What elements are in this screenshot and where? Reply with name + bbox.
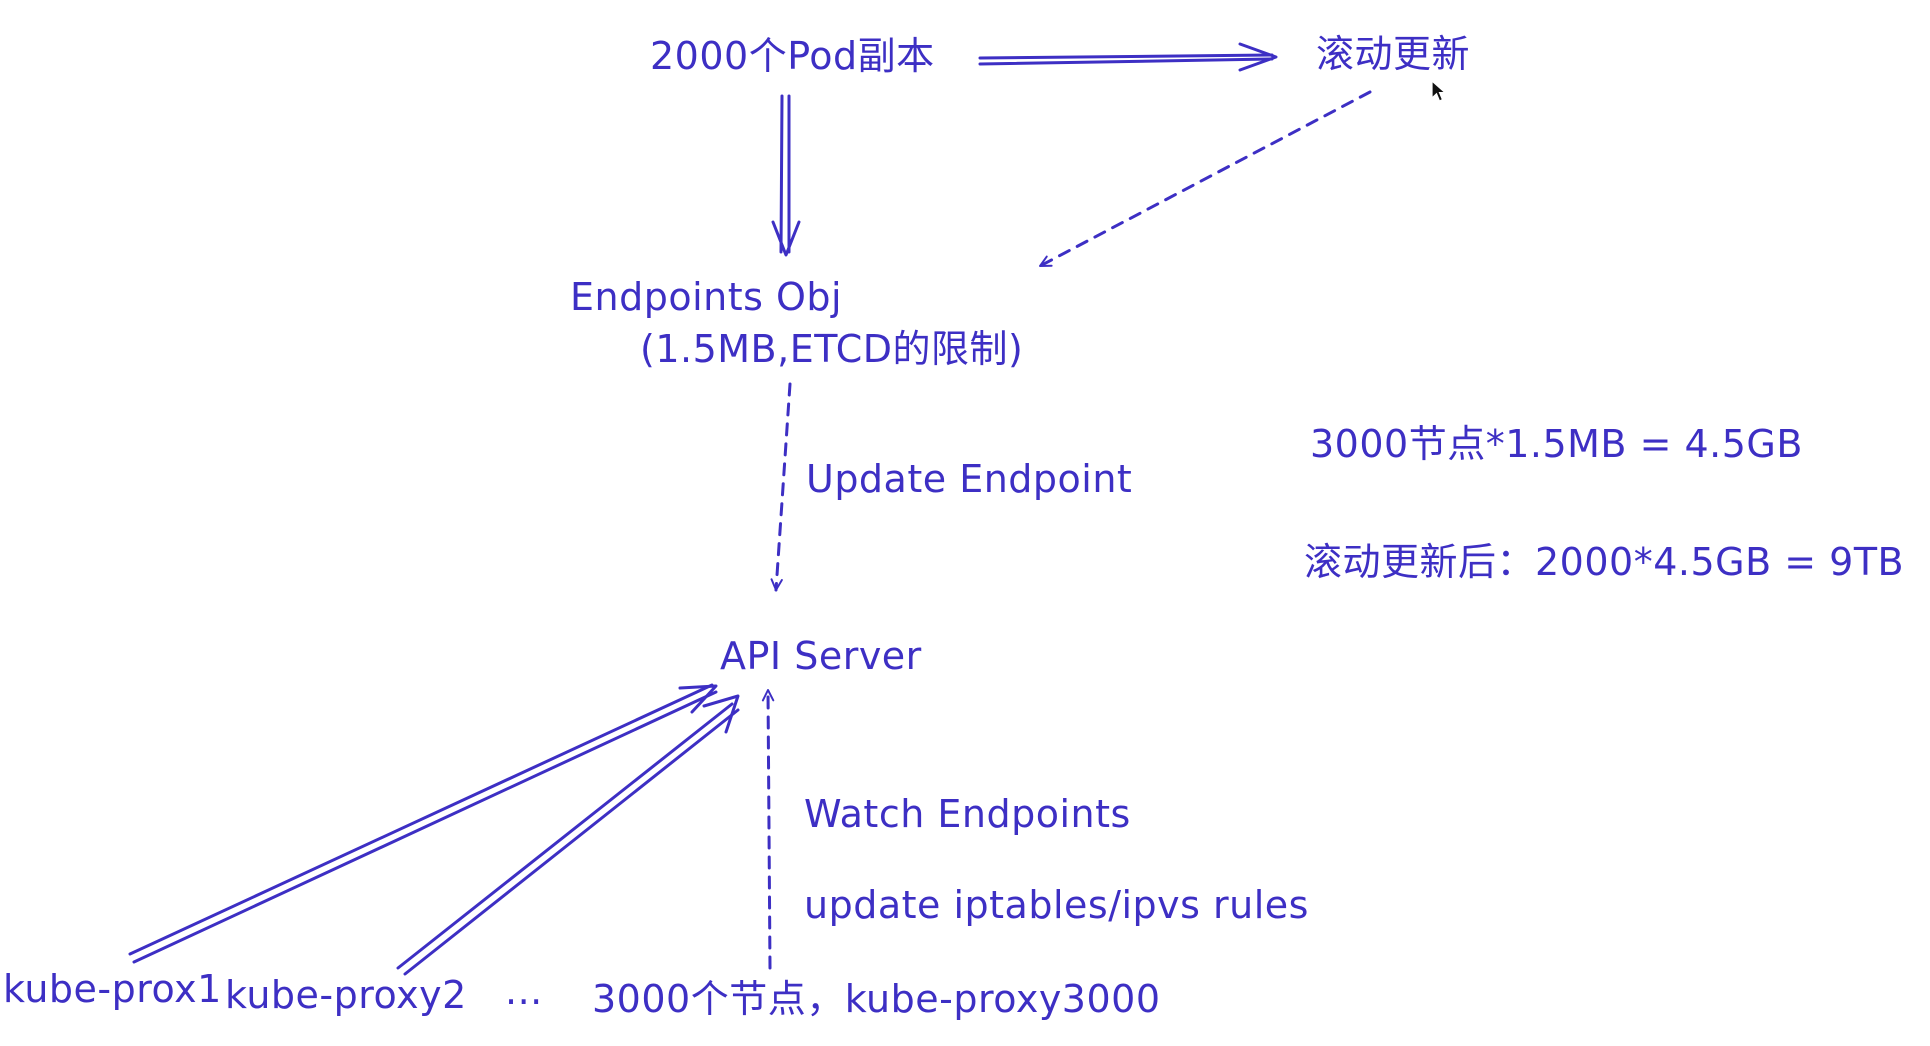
node-kube-proxy-2: kube-proxy2 — [225, 973, 467, 1017]
node-kube-proxy-1: kube-prox1 — [3, 967, 222, 1011]
edge-label-watch-endpoints: Watch Endpoints — [804, 792, 1131, 836]
node-endpoints-obj: Endpoints Obj — [570, 275, 843, 319]
node-pods: 2000个Pod副本 — [650, 34, 935, 78]
node-api-server: API Server — [720, 634, 922, 678]
arrow-rolling-update-to-endpoints — [1038, 90, 1372, 268]
arrow-pods-to-endpoints — [771, 94, 801, 257]
node-ellipsis: ... — [505, 969, 543, 1013]
node-kube-proxy-3000: 3000个节点，kube-proxy3000 — [592, 977, 1161, 1021]
node-rolling-update: 滚动更新 — [1316, 32, 1471, 76]
calc-after-rolling-update: 滚动更新后：2000*4.5GB = 9TB — [1304, 540, 1905, 584]
node-endpoints-limit: (1.5MB,ETCD的限制) — [640, 327, 1024, 371]
arrow-pods-to-rolling-update — [978, 42, 1278, 72]
edge-label-update-rules: update iptables/ipvs rules — [804, 883, 1309, 927]
arrow-kube-proxy2-to-api-server — [396, 694, 740, 976]
arrow-kube-proxy3000-to-api-server — [761, 688, 775, 970]
calc-per-node-total: 3000节点*1.5MB = 4.5GB — [1310, 422, 1803, 466]
arrow-endpoints-to-api-server — [770, 382, 792, 592]
arrow-kube-proxy1-to-api-server — [128, 683, 718, 964]
mouse-pointer-icon — [1431, 80, 1447, 102]
edge-label-update-endpoint: Update Endpoint — [806, 457, 1133, 501]
